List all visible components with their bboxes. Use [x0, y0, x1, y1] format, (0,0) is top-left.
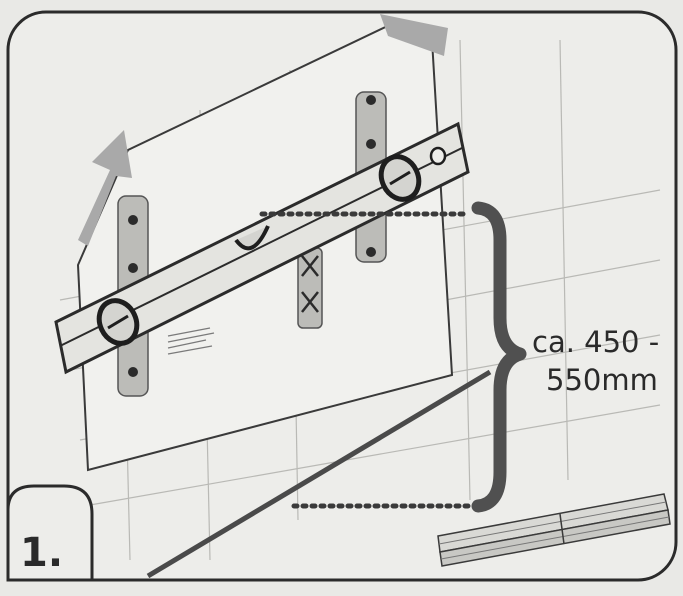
- step-number: 1.: [20, 530, 63, 576]
- step-badge-outline: [6, 484, 94, 582]
- center-marker-bracket: [297, 247, 323, 329]
- measurement-label-line1: ca. 450 -: [532, 325, 659, 359]
- left-arrow-icon: [78, 130, 132, 246]
- measurement-brace: [471, 201, 527, 513]
- folding-rule-icon: [437, 493, 671, 567]
- floor-edge-line: [146, 369, 492, 579]
- template-print-lines: [167, 327, 215, 355]
- spirit-level-icon: [54, 121, 470, 375]
- measurement-label-line2: 550mm: [546, 363, 658, 397]
- top-arrow-icon: [380, 14, 448, 56]
